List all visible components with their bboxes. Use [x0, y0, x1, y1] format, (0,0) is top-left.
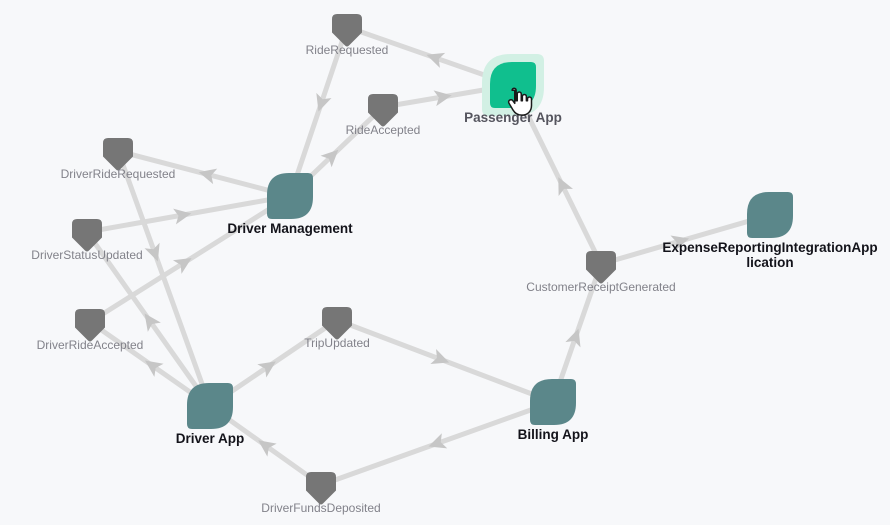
node-ride-requested[interactable]: RideRequested: [306, 14, 389, 57]
arrowhead-icon: [258, 440, 277, 457]
application-node-label: Passenger App: [464, 110, 562, 125]
arrowhead-icon: [426, 52, 446, 68]
node-customer-receipt-generated[interactable]: CustomerReceiptGenerated: [526, 251, 676, 294]
application-node-icon: [267, 173, 313, 219]
arrowhead-icon: [430, 349, 450, 364]
arrowhead-icon: [145, 360, 164, 377]
node-trip-updated[interactable]: TripUpdated: [304, 307, 370, 350]
node-ride-accepted[interactable]: RideAccepted: [346, 94, 421, 137]
arrowhead-icon: [172, 257, 192, 274]
event-node-icon: [332, 14, 362, 47]
arrowhead-icon: [316, 92, 332, 112]
edge-customer-receipt-generated-to-passenger-app: [510, 82, 604, 267]
node-billing-app[interactable]: Billing App: [518, 379, 589, 442]
arrowhead-icon: [144, 242, 160, 262]
application-node-label: lication: [746, 255, 793, 270]
application-node-icon: [187, 383, 233, 429]
arrowhead-icon: [144, 313, 161, 332]
hand-cursor-icon: [507, 87, 533, 116]
event-node-label: DriverRideAccepted: [37, 338, 144, 352]
event-node-label: CustomerReceiptGenerated: [526, 280, 675, 294]
node-driver-ride-requested[interactable]: DriverRideRequested: [61, 138, 176, 181]
node-driver-status-updated[interactable]: DriverStatusUpdated: [31, 219, 143, 262]
application-node-icon: [530, 379, 576, 425]
arrowhead-icon: [257, 361, 276, 378]
node-driver-funds-deposited[interactable]: DriverFundsDeposited: [261, 472, 381, 515]
event-node-label: DriverRideRequested: [61, 167, 176, 181]
edge-driver-ride-requested-to-driver-app: [115, 148, 213, 409]
event-node-icon: [72, 219, 102, 252]
arrowhead-icon: [565, 328, 581, 348]
arrowhead-icon: [558, 177, 573, 196]
node-driver-ride-accepted[interactable]: DriverRideAccepted: [37, 309, 144, 352]
application-node-label: Billing App: [518, 427, 589, 442]
event-node-icon: [586, 251, 616, 284]
event-node-icon: [75, 309, 105, 342]
arrowhead-icon: [433, 90, 452, 107]
node-driver-management[interactable]: Driver Management: [227, 173, 353, 236]
application-node-icon: [747, 192, 793, 238]
arrowhead-icon: [173, 208, 192, 225]
event-node-label: RideRequested: [306, 43, 389, 57]
application-node-label: Driver Management: [227, 221, 353, 236]
event-node-icon: [322, 307, 352, 340]
application-node-label: ExpenseReportingIntegrationApp: [662, 240, 877, 255]
event-node-icon: [306, 472, 336, 505]
event-node-label: TripUpdated: [304, 336, 370, 350]
application-node-label: Driver App: [176, 431, 245, 446]
event-node-label: DriverStatusUpdated: [31, 248, 142, 262]
arrowhead-icon: [198, 168, 218, 185]
event-node-icon: [103, 138, 133, 171]
arrowhead-icon: [670, 235, 690, 251]
arrowhead-icon: [428, 433, 448, 449]
event-node-label: RideAccepted: [346, 123, 421, 137]
arrowhead-layer: [144, 52, 690, 457]
event-node-icon: [368, 94, 398, 127]
canvas-bottom-edge: [0, 525, 890, 530]
arrowhead-icon: [320, 149, 339, 168]
event-node-label: DriverFundsDeposited: [261, 501, 380, 515]
node-driver-app[interactable]: Driver App: [176, 383, 245, 446]
